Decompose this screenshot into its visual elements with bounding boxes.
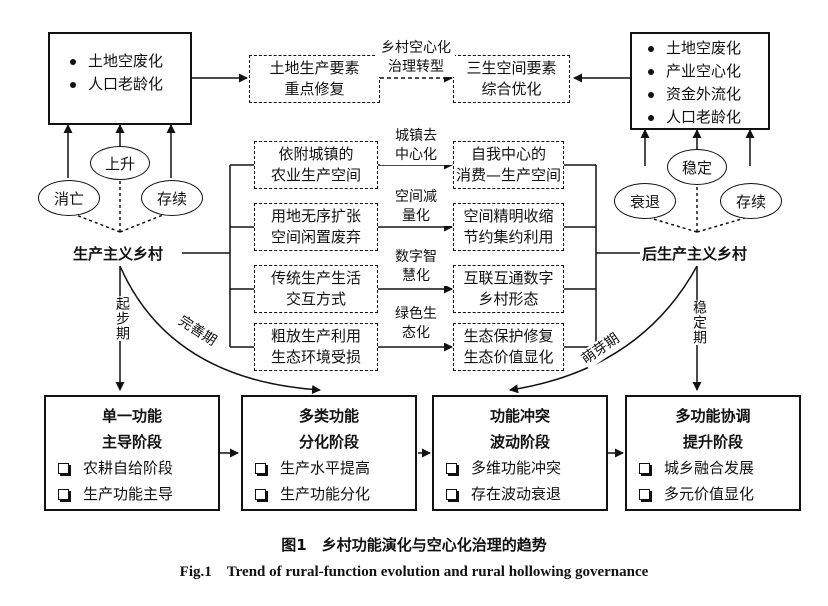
oval-cunxu-right: 存续 (720, 183, 782, 219)
list-item: 农耕自给阶段 (46, 455, 218, 481)
bullet-icon (648, 114, 654, 121)
checkbox-icon (639, 462, 650, 474)
stage-multi-differentiation: 多类功能 分化阶段 生产水平提高 生产功能分化 (241, 395, 417, 511)
checkbox-icon (255, 488, 266, 500)
list-item: 土地空废化 (644, 37, 768, 60)
period-label-stable: 稳定期 (689, 300, 709, 345)
checkbox-icon (639, 488, 650, 500)
bullet-icon (70, 81, 76, 88)
land-factor-repair-box: 土地生产要素 重点修复 (249, 55, 380, 103)
list-item: 资金外流化 (644, 83, 768, 106)
bullet-icon (648, 45, 654, 52)
right-state-box: 空间精明收缩节约集约利用 (453, 203, 564, 251)
list-item: 生产功能分化 (243, 481, 415, 507)
list-item: 人口老龄化 (644, 106, 768, 129)
checkbox-icon (58, 488, 69, 500)
left-problem-box: 土地空废化 人口老龄化 (48, 32, 192, 125)
figure-caption-cn: 图1 乡村功能演化与空心化治理的趋势 (281, 536, 547, 554)
list-item: 生产水平提高 (243, 455, 415, 481)
oval-wending: 稳定 (667, 149, 727, 185)
space-factor-optimize-box: 三生空间要素 综合优化 (453, 55, 570, 103)
oval-shuaitui: 衰退 (614, 183, 676, 219)
governance-transition-label: 乡村空心化 治理转型 (377, 39, 455, 77)
right-problem-box: 土地空废化 产业空心化 资金外流化 人口老龄化 (630, 32, 770, 130)
checkbox-icon (58, 462, 69, 474)
bullet-icon (70, 58, 76, 65)
left-state-box: 依附城镇的农业生产空间 (254, 141, 378, 189)
checkbox-icon (255, 462, 266, 474)
bullet-icon (648, 91, 654, 98)
figure-caption-en: Fig.1 Trend of rural-function evolution … (179, 564, 649, 580)
stage-single-function: 单一功能 主导阶段 农耕自给阶段 生产功能主导 (44, 395, 220, 511)
right-state-box: 自我中心的消费—生产空间 (453, 141, 564, 189)
right-state-box: 生态保护修复生态价值显化 (453, 323, 564, 371)
list-item: 生产功能主导 (46, 481, 218, 507)
list-item: 城乡融合发展 (627, 455, 799, 481)
curve-wanshanqi (119, 265, 321, 394)
left-state-box: 粗放生产利用生态环境受损 (254, 323, 378, 371)
period-label-start: 起步期 (112, 296, 132, 341)
curve-mengyaqi (509, 265, 698, 394)
stage-conflict-fluctuation: 功能冲突 波动阶段 多维功能冲突 存在波动衰退 (432, 395, 608, 511)
list-item: 多维功能冲突 (434, 455, 606, 481)
list-item: 土地空废化 (66, 50, 190, 73)
list-item: 多元价值显化 (627, 481, 799, 507)
list-item: 人口老龄化 (66, 73, 190, 96)
list-item: 产业空心化 (644, 60, 768, 83)
transition-label: 数字智慧化 (380, 248, 452, 286)
checkbox-icon (446, 462, 457, 474)
bullet-icon (648, 68, 654, 75)
checkbox-icon (446, 488, 457, 500)
left-state-box: 用地无序扩张空间闲置废弃 (254, 203, 378, 251)
oval-cunxu-left: 存续 (141, 180, 203, 216)
left-state-box: 传统生产生活交互方式 (254, 265, 378, 313)
right-state-box: 互联互通数字乡村形态 (453, 265, 564, 313)
productivist-rural-label: 生产主义乡村 (73, 245, 164, 263)
transition-label: 绿色生态化 (380, 305, 452, 343)
stage-coordination-upgrade: 多功能协调 提升阶段 城乡融合发展 多元价值显化 (625, 395, 801, 511)
oval-xiaowang: 消亡 (38, 180, 100, 216)
oval-shangsheng: 上升 (90, 146, 150, 180)
list-item: 存在波动衰退 (434, 481, 606, 507)
post-productivist-rural-label: 后生产主义乡村 (642, 245, 748, 263)
transition-label: 城镇去中心化 (380, 127, 452, 165)
transition-label: 空间减量化 (380, 188, 452, 226)
